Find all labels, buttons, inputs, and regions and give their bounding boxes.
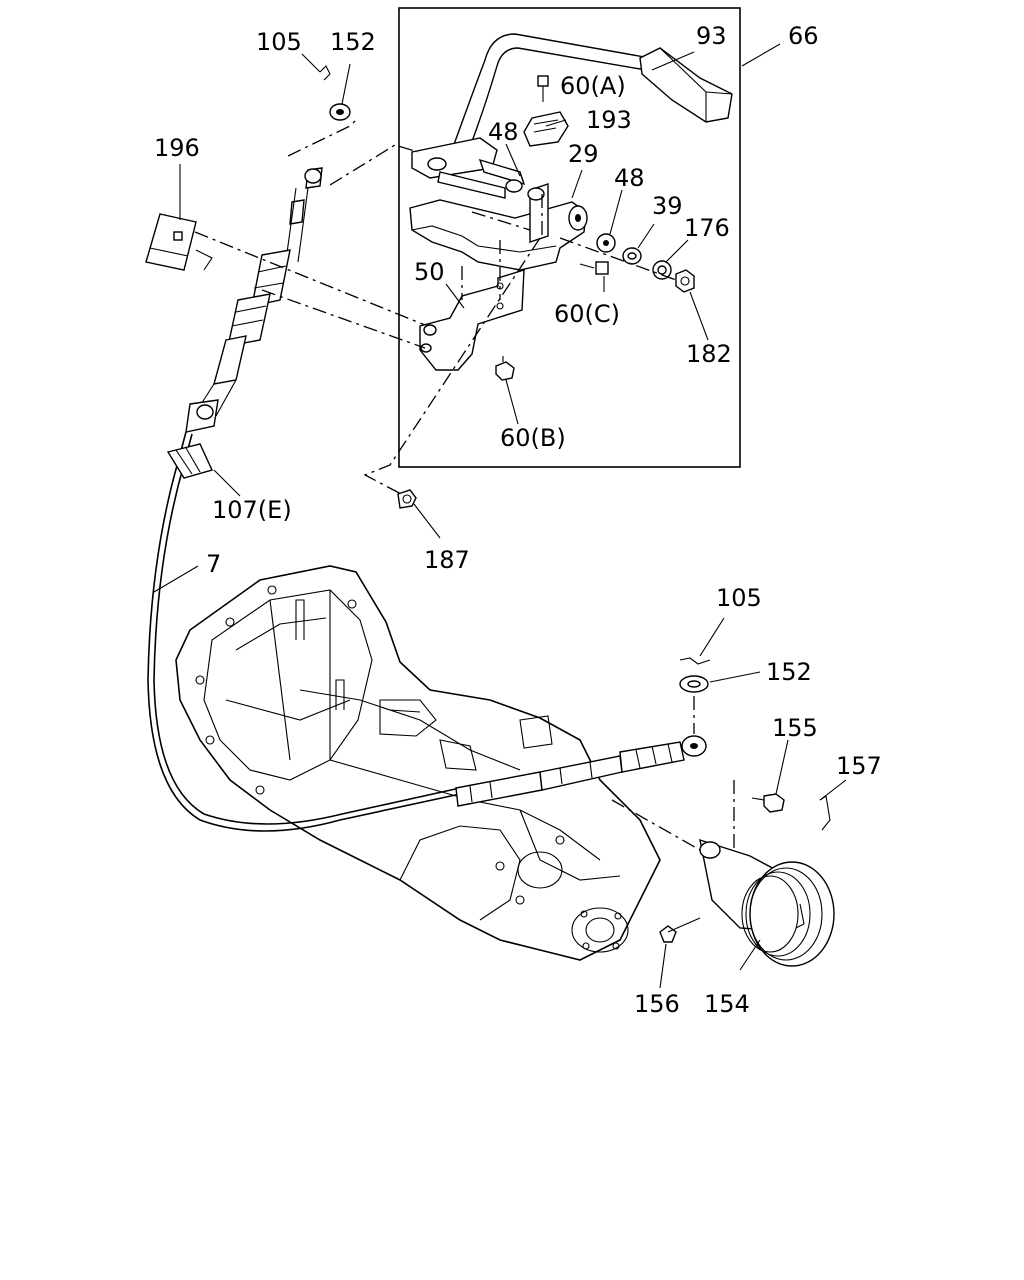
label-187: 187 [424,546,470,574]
label-196: 196 [154,134,200,162]
label-157: 157 [836,752,882,780]
shift-bracket [409,183,588,271]
label-48-left: 48 [488,118,519,146]
bolt-60c [579,261,609,275]
label-155: 155 [772,714,818,742]
label-152-top: 152 [330,28,376,56]
washer-152-top [329,103,351,121]
part-labels: 93 66 60(A) 193 48 29 48 39 176 50 60(C)… [154,22,882,1018]
bolt-60a [537,75,549,102]
transmission [175,565,661,961]
inset-frame [398,7,741,468]
pin-105-top [319,65,331,81]
label-60c: 60(C) [554,300,620,328]
label-105-lower: 105 [716,584,762,612]
washer-176 [652,260,672,280]
leader-lines [153,43,847,989]
nut-182 [675,269,695,293]
bolt-155 [751,793,785,813]
label-60a: 60(A) [560,72,626,100]
bracket-157 [819,795,831,831]
cable-upper-end [185,167,323,433]
bolt-187 [397,489,417,509]
bolt-60b [495,356,515,381]
label-193: 193 [586,106,632,134]
lever-pivot [411,137,526,199]
plate-193 [523,111,569,147]
label-152-lower: 152 [766,658,812,686]
slave-cylinder-154 [699,838,835,967]
washer-39 [622,247,642,265]
label-105-top: 105 [256,28,302,56]
label-66: 66 [788,22,819,50]
label-176: 176 [684,214,730,242]
label-7: 7 [206,550,221,578]
bolt-156 [659,917,701,943]
label-29: 29 [568,140,599,168]
pin-105-lower [679,657,711,665]
label-60b: 60(B) [500,424,566,452]
washer-152-lower [679,675,709,693]
shift-cable-7 [147,431,461,832]
label-39: 39 [652,192,683,220]
label-154: 154 [704,990,750,1018]
label-48-right: 48 [614,164,645,192]
label-50: 50 [414,258,445,286]
label-93: 93 [696,22,727,50]
clip-107e [166,443,213,479]
washer-48-right [596,233,616,253]
label-156: 156 [634,990,680,1018]
bracket-196 [145,213,213,271]
label-182: 182 [686,340,732,368]
label-107e: 107(E) [212,496,292,524]
cable-lower-end [455,735,707,807]
